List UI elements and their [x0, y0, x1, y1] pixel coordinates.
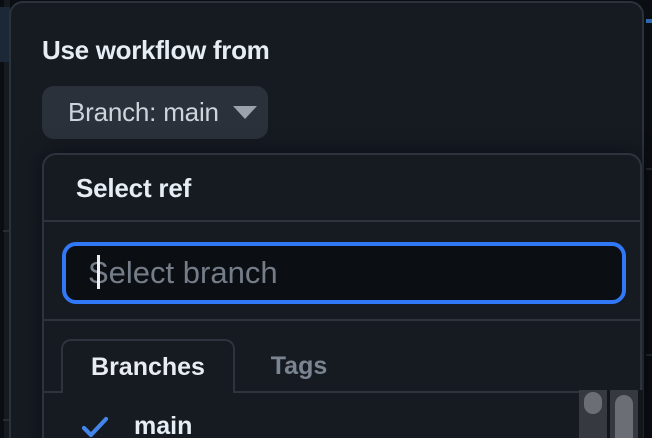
- background-row-border: [646, 354, 652, 356]
- scrollbar-gap: [607, 390, 610, 438]
- outer-dialog-scrollbar-track[interactable]: [610, 390, 638, 438]
- use-workflow-from-heading: Use workflow from: [42, 35, 270, 65]
- tabbar-border: [44, 391, 640, 393]
- ref-item-label: main: [134, 412, 193, 438]
- text-caret: [97, 255, 100, 289]
- select-ref-menu: Select ref Branches Tags main: [42, 153, 642, 438]
- select-ref-title: Select ref: [76, 173, 192, 203]
- inner-list-scrollbar-thumb[interactable]: [584, 392, 602, 414]
- branch-selector-label: Branch: main: [68, 97, 219, 127]
- ref-filter-input[interactable]: [62, 242, 626, 304]
- background-page-edge-left: [4, 0, 10, 438]
- menu-divider: [44, 220, 640, 222]
- menu-divider: [44, 319, 640, 321]
- outer-dialog-scrollbar-thumb[interactable]: [615, 395, 633, 438]
- background-accent-line-fragment: [646, 19, 652, 23]
- tab-branches-label: Branches: [91, 352, 205, 381]
- inner-list-scrollbar-track[interactable]: [579, 390, 607, 438]
- background-row-border: [3, 230, 10, 232]
- scrollbar-edge-cover: [638, 390, 643, 438]
- background-highlighted-row-fragment: [0, 7, 10, 62]
- tab-tags[interactable]: Tags: [235, 339, 363, 393]
- tab-tags-label: Tags: [270, 351, 328, 380]
- background-row-border: [3, 419, 10, 421]
- tab-branches[interactable]: Branches: [61, 339, 235, 393]
- ref-list-item-main[interactable]: main: [46, 395, 586, 438]
- triangle-down-icon: [232, 106, 257, 119]
- branch-selector-button[interactable]: Branch: main: [42, 86, 268, 139]
- background-row-border: [646, 168, 652, 170]
- run-workflow-dialog: Use workflow from Branch: main Select re…: [9, 1, 644, 438]
- check-icon: [81, 416, 109, 438]
